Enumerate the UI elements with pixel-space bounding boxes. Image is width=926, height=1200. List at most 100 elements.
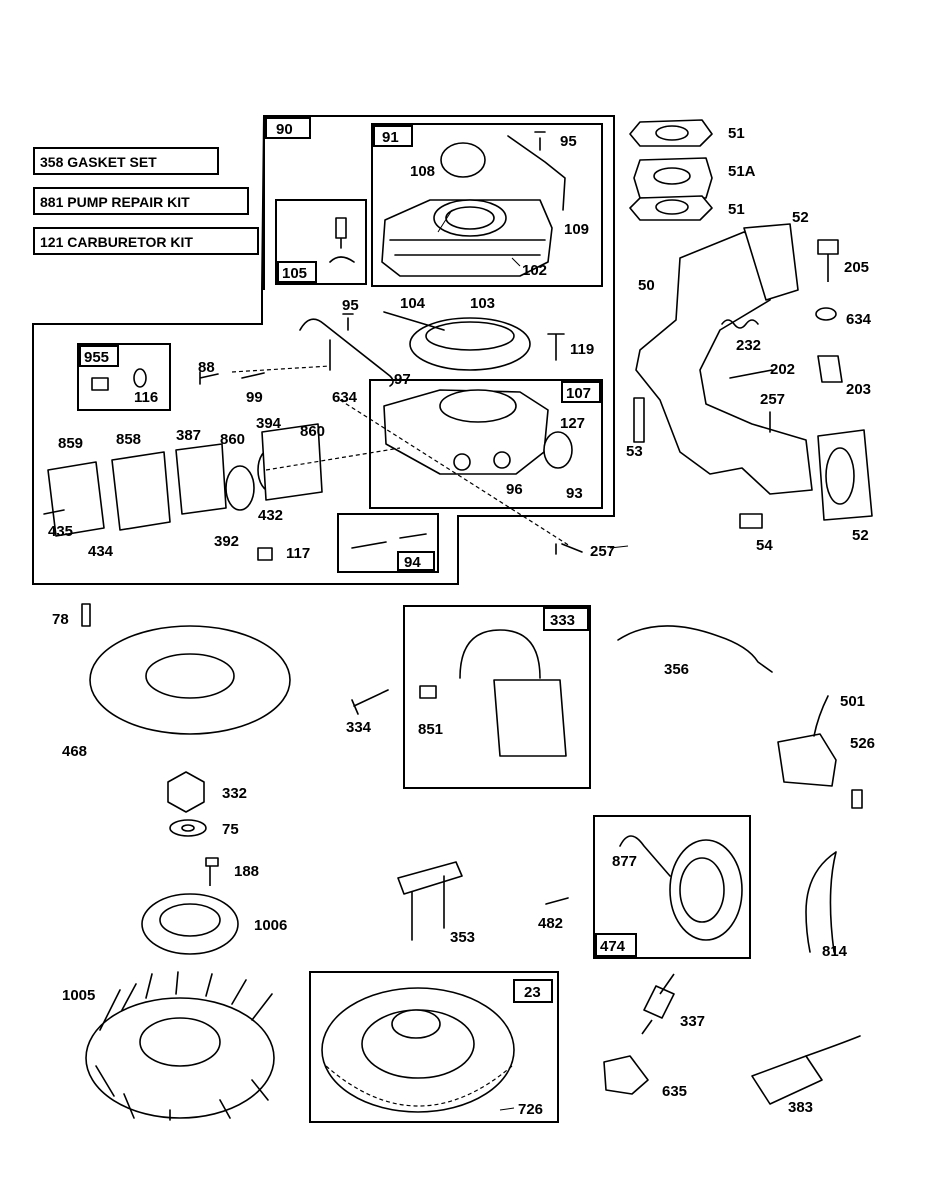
backing-plate[interactable] — [89, 625, 291, 735]
group-label-91: 91 — [382, 129, 399, 146]
callout: 257 — [760, 391, 785, 408]
group-box-23[interactable]: 23 — [513, 979, 553, 1003]
callout: 75 — [222, 821, 239, 838]
screw-78[interactable] — [81, 603, 91, 627]
screw-119[interactable] — [547, 333, 565, 361]
fan-retainer[interactable] — [141, 893, 239, 955]
callout: 53 — [626, 443, 643, 460]
callout: 860 — [220, 431, 245, 448]
screw-188[interactable] — [205, 857, 219, 886]
carburetor-top-body[interactable] — [381, 199, 553, 277]
nut-634[interactable] — [815, 307, 837, 321]
nut-117[interactable] — [257, 547, 273, 561]
group-94-frame — [337, 513, 439, 573]
nut-54[interactable] — [739, 513, 763, 529]
screw-alignment-line — [231, 365, 331, 373]
pump-body[interactable] — [175, 443, 227, 515]
pump-alignment-line — [265, 447, 401, 471]
tool-383[interactable] — [751, 1055, 823, 1105]
stop-switch-bracket[interactable] — [397, 861, 463, 895]
rod-202[interactable] — [729, 369, 773, 379]
screw-99[interactable] — [241, 372, 265, 379]
callout: 95 — [560, 133, 577, 150]
kit-gasket-set-label: 358 GASKET SET — [40, 154, 157, 170]
pump-gasket[interactable] — [111, 451, 171, 531]
group-box-94[interactable]: 94 — [397, 551, 435, 571]
screw-435[interactable] — [43, 509, 65, 515]
flywheel-fan[interactable] — [85, 971, 275, 1121]
ignition-armature[interactable] — [419, 629, 567, 757]
screw-526[interactable] — [851, 789, 863, 809]
throttle-shaft[interactable] — [299, 318, 394, 387]
kit-carburetor[interactable]: 121 CARBURETOR KIT — [33, 227, 259, 255]
intake-manifold[interactable] — [629, 119, 873, 521]
group-91-frame — [371, 123, 603, 287]
bracket-screws[interactable] — [411, 875, 445, 941]
group-box-474[interactable]: 474 — [595, 933, 637, 957]
kit-pump-repair-label: 881 PUMP REPAIR KIT — [40, 194, 190, 210]
callout: 482 — [538, 915, 563, 932]
pump-cover[interactable] — [47, 461, 105, 537]
callout: 858 — [116, 431, 141, 448]
spark-plug[interactable] — [641, 973, 675, 1035]
wiring-harness[interactable] — [805, 851, 837, 953]
group-box-107[interactable]: 107 — [561, 381, 601, 403]
screw-95-lower[interactable] — [342, 313, 354, 331]
pump-spring[interactable] — [225, 465, 255, 511]
bolt-205[interactable] — [817, 239, 839, 282]
kit-pump-repair[interactable]: 881 PUMP REPAIR KIT — [33, 187, 249, 215]
screw-482[interactable] — [545, 897, 569, 905]
callout: 51A — [728, 163, 756, 180]
callout: 1005 — [62, 987, 95, 1004]
callout: 257 — [590, 543, 615, 560]
fitting-955[interactable] — [91, 377, 109, 391]
ignition-module[interactable] — [777, 733, 837, 787]
callout: 634 — [332, 389, 358, 406]
spark-plug-boot[interactable] — [603, 1055, 649, 1095]
ground-wire[interactable] — [617, 625, 773, 673]
carburetor-assembly-outline — [32, 115, 615, 585]
module-leads[interactable] — [813, 695, 829, 737]
pump-diaphragm-plate[interactable] — [261, 423, 323, 501]
bolt-53[interactable] — [633, 397, 645, 443]
choke-plate[interactable] — [440, 142, 486, 178]
screw-257[interactable] — [555, 543, 583, 555]
group-107-frame — [369, 379, 603, 509]
callout: 188 — [234, 863, 259, 880]
group-box-90[interactable]: 90 — [265, 117, 311, 139]
screw-88[interactable] — [199, 371, 219, 385]
welch-plug[interactable] — [543, 431, 573, 469]
bracket-203[interactable] — [817, 355, 843, 383]
alternator[interactable] — [619, 835, 743, 941]
group-955-frame — [77, 343, 171, 411]
group-label-105: 105 — [282, 265, 307, 282]
group-94-parts[interactable] — [351, 533, 427, 549]
callout: 96 — [506, 481, 523, 498]
group-box-333[interactable]: 333 — [543, 607, 589, 631]
callout: 232 — [736, 337, 761, 354]
clip[interactable] — [329, 256, 355, 263]
flywheel-nut[interactable] — [167, 771, 205, 813]
choke-shaft[interactable] — [507, 135, 566, 211]
group-box-91[interactable]: 91 — [373, 125, 413, 147]
flywheel[interactable] — [321, 987, 515, 1113]
callout: 99 — [246, 389, 263, 406]
callout: 205 — [844, 259, 869, 276]
callout: 726 — [518, 1101, 543, 1118]
o-ring-116[interactable] — [133, 368, 147, 388]
needle-valve[interactable] — [335, 217, 347, 249]
carburetor-float[interactable] — [409, 317, 531, 371]
float-pin[interactable] — [383, 311, 445, 331]
kit-gasket-set[interactable]: 358 GASKET SET — [33, 147, 219, 175]
group-box-955[interactable]: 955 — [79, 345, 119, 367]
callout: 814 — [822, 943, 848, 960]
carburetor-lower-body[interactable] — [383, 389, 549, 475]
tool-handle[interactable] — [805, 1035, 861, 1057]
screw-95[interactable] — [534, 131, 546, 151]
group-label-23: 23 — [524, 984, 541, 1001]
screw-334[interactable] — [351, 689, 389, 715]
group-box-105[interactable]: 105 — [277, 261, 317, 283]
spring-232[interactable] — [721, 319, 759, 329]
callout: 526 — [850, 735, 875, 752]
